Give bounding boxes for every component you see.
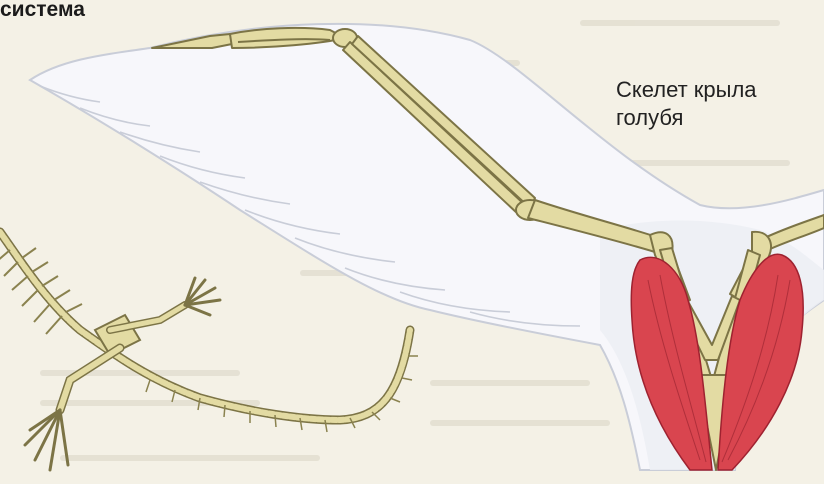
caption-line-2: голубя <box>616 104 757 132</box>
wing-skeleton-caption: Скелет крыла голубя <box>616 76 757 132</box>
caption-line-1: Скелет крыла <box>616 76 757 104</box>
section-heading: система <box>0 0 85 22</box>
